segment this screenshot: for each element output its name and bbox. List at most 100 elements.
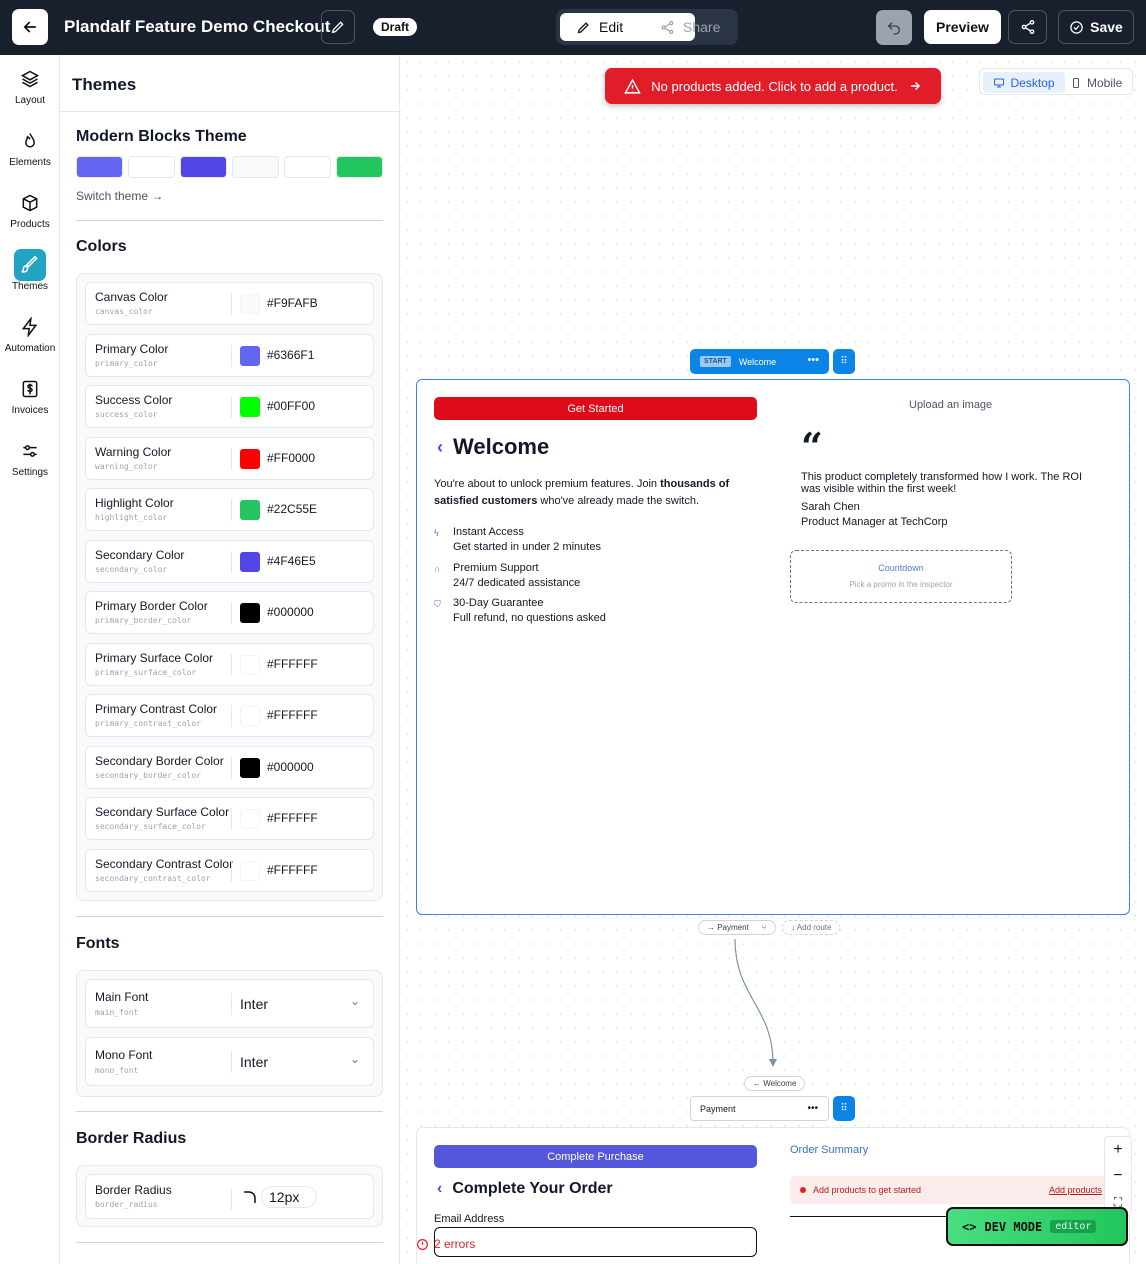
theme-swatches xyxy=(76,156,383,178)
color-hex-input[interactable]: #000000 xyxy=(267,605,314,619)
color-swatch[interactable] xyxy=(240,551,260,572)
chevron-down-icon[interactable]: ⌄ xyxy=(350,994,361,1008)
theme-swatch[interactable] xyxy=(76,156,123,178)
color-swatch[interactable] xyxy=(240,294,260,314)
node-welcome-header[interactable]: START Welcome ••• xyxy=(690,349,829,374)
add-route-button[interactable]: ↓ Add route xyxy=(782,920,841,935)
rail-item-settings[interactable]: Settings xyxy=(0,435,60,478)
color-hex-input[interactable]: #4F46E5 xyxy=(267,553,316,568)
node-payment-header[interactable]: Payment ••• xyxy=(690,1096,829,1121)
color-swatch[interactable] xyxy=(240,448,260,469)
testimonial-author: Sarah Chen xyxy=(801,501,860,513)
rail-item-elements[interactable]: Elements xyxy=(0,125,60,168)
color-hex-input[interactable]: #FFFFFF xyxy=(267,811,318,825)
tab-share[interactable]: Share xyxy=(660,13,720,41)
back-button[interactable] xyxy=(12,9,48,45)
color-hex-input[interactable]: #6366F1 xyxy=(267,347,315,362)
color-hex-input[interactable]: #F9FAFB xyxy=(267,296,318,310)
complete-purchase-button[interactable]: Complete Purchase xyxy=(434,1145,757,1168)
share-button[interactable] xyxy=(1008,10,1047,44)
radius-input[interactable]: 12px xyxy=(261,1186,317,1208)
color-swatch[interactable] xyxy=(240,706,260,726)
color-swatch[interactable] xyxy=(240,654,260,675)
countdown-block[interactable]: Countdown Pick a promo in the inspector xyxy=(790,550,1012,603)
color-swatch[interactable] xyxy=(240,500,260,520)
route-payment[interactable]: → Payment ⑂ xyxy=(698,920,776,935)
color-label: Success Color xyxy=(95,393,173,407)
welcome-page-card[interactable]: Get Started ‹ Welcome You're about to un… xyxy=(416,379,1130,915)
no-products-alert[interactable]: No products added. Click to add a produc… xyxy=(605,68,941,104)
add-products-link[interactable]: Add products xyxy=(1048,1185,1102,1195)
zoom-in-button[interactable]: + xyxy=(1105,1137,1131,1163)
alert-circle-icon xyxy=(417,1238,428,1250)
dev-mode-badge[interactable]: <> DEV MODE editor xyxy=(946,1207,1128,1246)
rename-button[interactable] xyxy=(321,10,355,44)
theme-swatch[interactable] xyxy=(336,156,383,178)
color-swatch[interactable] xyxy=(240,345,260,366)
more-icon[interactable]: ••• xyxy=(807,1103,818,1114)
theme-swatch[interactable] xyxy=(128,156,175,178)
rail-item-automation[interactable]: Automation xyxy=(0,311,60,354)
font-select[interactable]: Inter xyxy=(240,996,269,1012)
chevron-left-icon[interactable]: ‹ xyxy=(437,436,443,457)
route-back-welcome[interactable]: ← Welcome xyxy=(744,1076,806,1091)
color-swatch[interactable] xyxy=(240,757,260,778)
theme-swatch[interactable] xyxy=(232,156,279,178)
theme-swatch[interactable] xyxy=(180,156,227,178)
font-select[interactable]: Inter xyxy=(240,1054,269,1070)
color-swatch[interactable] xyxy=(240,809,260,829)
tab-edit[interactable]: Edit xyxy=(560,13,695,41)
color-hex-input[interactable]: #000000 xyxy=(267,759,314,774)
rail-item-products[interactable]: Products xyxy=(0,187,60,230)
mobile-button[interactable]: Mobile xyxy=(1070,72,1122,93)
errors-indicator[interactable]: 2 errors xyxy=(416,1237,475,1251)
more-icon[interactable]: ••• xyxy=(807,354,819,366)
drag-handle-icon[interactable]: ⠿ xyxy=(833,349,855,374)
color-hex-input[interactable]: #FFFFFF xyxy=(267,862,318,877)
desktop-button[interactable]: Desktop xyxy=(983,72,1065,93)
color-hex-input[interactable]: #FFFFFF xyxy=(267,656,318,671)
color-hex-input[interactable]: #FF0000 xyxy=(267,450,316,465)
feature-desc: Full refund, no questions asked xyxy=(453,612,606,624)
color-hex-input[interactable]: #22C55E xyxy=(267,502,318,516)
preview-button[interactable]: Preview xyxy=(924,10,1001,44)
order-summary-title: Order Summary xyxy=(790,1144,869,1156)
rail-item-invoices[interactable]: Invoices xyxy=(0,373,60,416)
color-swatch[interactable] xyxy=(240,860,260,881)
switch-theme-link[interactable]: Switch theme → xyxy=(76,189,164,203)
rail-item-themes[interactable]: Themes xyxy=(0,249,60,292)
chevron-left-icon[interactable]: ‹ xyxy=(437,1180,443,1197)
upload-image-link[interactable]: Upload an image xyxy=(909,399,993,411)
color-swatch[interactable] xyxy=(240,397,260,417)
rail-item-layout[interactable]: Layout xyxy=(0,63,60,106)
theme-swatch[interactable] xyxy=(284,156,331,178)
undo-button[interactable] xyxy=(876,10,912,45)
payment-heading: ‹ Complete Your Order xyxy=(437,1180,613,1198)
color-swatch[interactable] xyxy=(240,603,260,623)
get-started-button[interactable]: Get Started xyxy=(434,397,757,420)
color-hex-input[interactable]: #00FF00 xyxy=(267,399,316,413)
arrow-right-icon xyxy=(910,82,920,90)
save-button[interactable]: Save xyxy=(1058,10,1134,44)
color-hex-input[interactable]: #FFFFFF xyxy=(267,708,318,722)
flow-canvas[interactable]: No products added. Click to add a produc… xyxy=(400,55,1146,1264)
branch-icon[interactable]: ⑂ xyxy=(761,923,767,932)
email-input[interactable] xyxy=(434,1227,757,1257)
chevron-down-icon[interactable]: ⌄ xyxy=(350,1052,361,1066)
fit-view-button[interactable]: ⛶ xyxy=(1105,1189,1131,1215)
zoom-out-button[interactable]: − xyxy=(1105,1163,1131,1189)
tab-edit-label: Edit xyxy=(599,19,624,35)
drag-handle-icon[interactable]: ⠿ xyxy=(833,1096,855,1121)
